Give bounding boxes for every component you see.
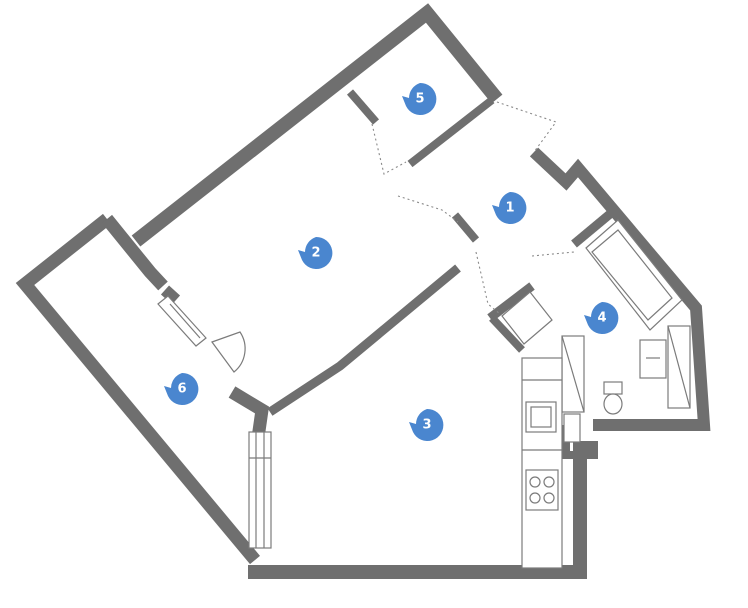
room-number: 2 [311,246,320,261]
hall-wardrobe [501,291,553,345]
bathtub-inner [591,229,673,321]
kitchen-tall-cabinet-diag [561,335,585,413]
wall-bath-top [571,210,613,248]
stove-burner [529,492,541,504]
wall-bath-hall [487,282,535,322]
balcony-door-swing [211,331,246,373]
wall-balcony-outer [15,213,260,565]
marker-shape [409,408,444,441]
living-window [248,431,272,549]
wall-storage-left [346,89,380,125]
bathtub [585,219,683,331]
marker-shape [492,191,527,224]
room-marker-1: 1 [492,191,527,224]
windows [248,431,272,549]
wall-living-corner [228,386,270,439]
storage-door [371,123,407,175]
room-number: 5 [415,92,424,107]
bath-cabinet-diag [667,325,691,409]
balcony-door-glass [169,303,201,339]
room-marker-2: 2 [298,236,333,269]
exterior-walls [15,3,711,579]
wall-storage-bottom [407,96,495,168]
wall-bedroom-corner [160,285,181,305]
wall-hall-bedroom [451,212,480,243]
kitchen-sink-basin [530,406,552,428]
room-number: 3 [422,418,431,433]
wall-right [529,147,711,431]
bedroom-door [397,195,459,223]
interior-walls [160,89,613,459]
fixtures [501,219,691,569]
room-marker-5: 5 [402,82,437,115]
room-marker-6: 6 [164,372,199,405]
room-markers: 1 2 3 4 5 6 [164,82,619,441]
doors [157,101,575,373]
wall-bottom [248,441,598,579]
wall-balcony-return [101,214,168,291]
room-number: 6 [177,382,186,397]
marker-shape [164,372,199,405]
stove-burner [543,476,555,488]
toilet-tank [603,381,623,395]
marker-shape [584,301,619,334]
wall-bedroom-living [267,264,461,416]
room-number: 4 [597,311,606,326]
bath-door [531,251,575,257]
room-number: 1 [505,201,514,216]
kitchen-stove [525,469,559,511]
marker-shape [298,236,333,269]
room-marker-3: 3 [409,408,444,441]
stove-burner [529,476,541,488]
room-marker-4: 4 [584,301,619,334]
marker-shape [402,82,437,115]
entrance-door [496,101,557,153]
kitchen-counter [521,357,563,569]
fridge [563,413,581,443]
bath-sink [639,339,667,379]
living-door [475,251,501,315]
toilet-bowl [603,393,623,415]
wall-bath-corner [489,315,525,353]
stove-burner [543,492,555,504]
wall-top [131,3,503,247]
balcony-door-frame [157,295,207,347]
